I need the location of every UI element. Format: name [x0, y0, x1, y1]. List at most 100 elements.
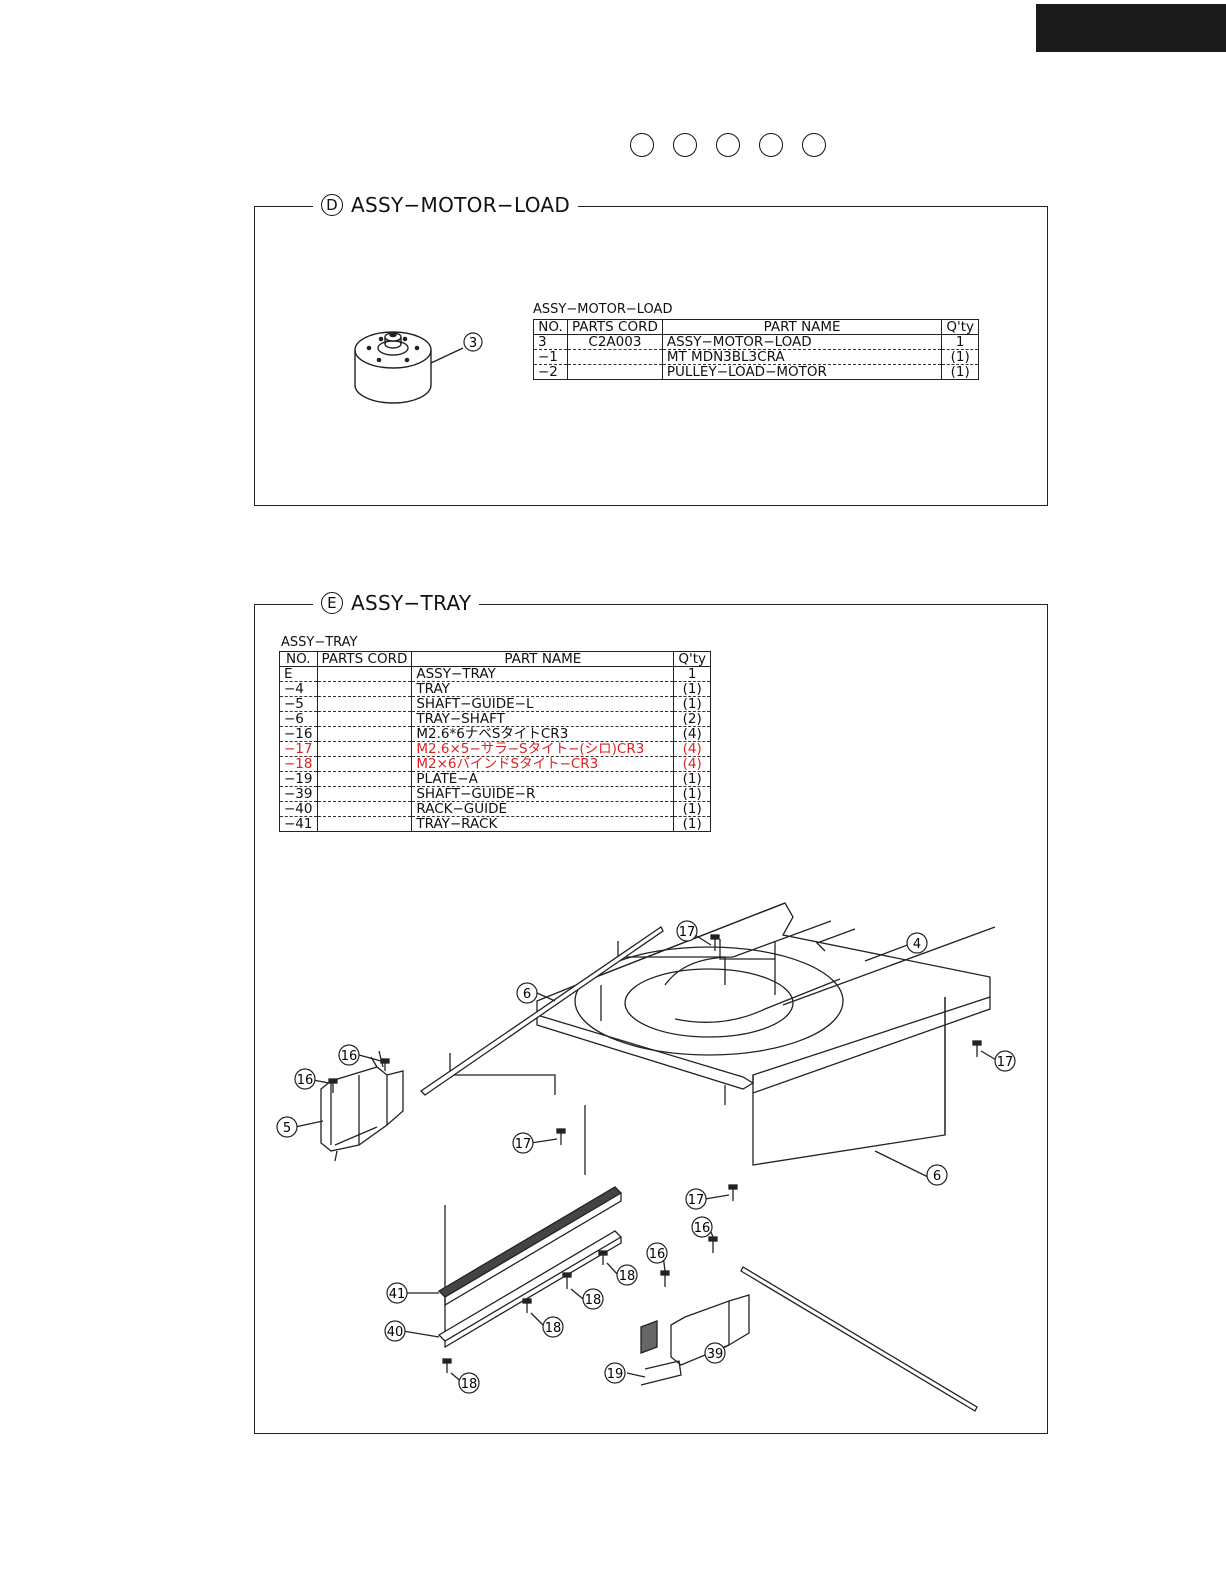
callout-16: 16	[294, 1068, 316, 1090]
cell-name: ASSY−TRAY	[411, 666, 675, 682]
rack-guide	[437, 1230, 623, 1349]
cell-name: RACK−GUIDE	[411, 801, 675, 817]
callout-18: 18	[582, 1288, 604, 1310]
cell-code	[567, 349, 663, 365]
col-header-qty: Q'ty	[941, 319, 979, 335]
tray-rack	[437, 1186, 623, 1307]
cell-name: PULLEY−LOAD−MOTOR	[661, 364, 943, 380]
cell-name: TRAY−SHAFT	[411, 711, 675, 727]
cell-code: C2A003	[567, 334, 663, 350]
callout-label: 16	[694, 1221, 711, 1236]
callout-18: 18	[458, 1372, 480, 1394]
cell-qty: (1)	[941, 349, 979, 365]
callout-label: 19	[607, 1367, 624, 1382]
panel-title-text: ASSY−TRAY	[351, 591, 472, 615]
cell-qty: (1)	[941, 364, 979, 380]
callout-18: 18	[542, 1316, 564, 1338]
cell-no: −4	[279, 681, 318, 697]
cell-name: MT MDN3BL3CRA	[661, 349, 943, 365]
callout-18: 18	[616, 1264, 638, 1286]
cell-qty: (1)	[673, 681, 711, 697]
cell-no: 3	[533, 334, 568, 350]
cell-name: PLATE−A	[411, 771, 675, 787]
callout-3: 3	[463, 332, 483, 352]
cell-qty: 1	[673, 666, 711, 682]
callout-5: 5	[276, 1116, 298, 1138]
callout-label: 18	[619, 1269, 636, 1284]
cell-name: TRAY−RACK	[411, 816, 675, 832]
callout-label: 6	[523, 987, 531, 1002]
indicator-circle	[630, 133, 654, 157]
table-caption: ASSY−MOTOR−LOAD	[533, 302, 673, 317]
indicator-circles	[630, 133, 826, 157]
cell-name: M2.6*6ナベSタイトCR3	[411, 726, 675, 742]
callout-label: 6	[933, 1169, 941, 1184]
cell-qty: (4)	[673, 756, 711, 772]
cell-qty: (4)	[673, 726, 711, 742]
table-caption: ASSY−TRAY	[281, 635, 358, 650]
callout-label: 18	[585, 1293, 602, 1308]
table-row: −2 PULLEY−LOAD−MOTOR (1)	[533, 364, 979, 380]
cell-no: −2	[533, 364, 568, 380]
cell-no: −39	[279, 786, 318, 802]
section-letter-badge: D	[321, 194, 343, 216]
cell-qty: (1)	[673, 786, 711, 802]
col-header-code: PARTS CORD	[567, 319, 663, 335]
panel-title-text: ASSY−MOTOR−LOAD	[351, 193, 571, 217]
callout-6: 6	[926, 1164, 948, 1186]
callout-label: 16	[341, 1049, 358, 1064]
callout-17: 17	[994, 1050, 1016, 1072]
callout-label: 5	[283, 1121, 291, 1136]
cell-no: −17	[279, 741, 318, 757]
col-header-no: NO.	[533, 319, 568, 335]
cell-name: SHAFT−GUIDE−R	[411, 786, 675, 802]
cell-name: ASSY−MOTOR−LOAD	[661, 334, 943, 350]
callout-4: 4	[906, 932, 928, 954]
callout-3-label: 3	[469, 336, 477, 351]
callout-label: 18	[545, 1321, 562, 1336]
tray-shaft-left	[419, 926, 664, 1096]
page-corner-tab	[1036, 4, 1226, 52]
callouts: 17 4 6 16 16 5 17 17 6 17 16 16 18 41 18…	[276, 920, 1016, 1394]
motor-illustration	[354, 331, 464, 404]
indicator-circle	[673, 133, 697, 157]
col-header-name: PART NAME	[411, 651, 675, 667]
callout-41: 41	[386, 1282, 408, 1304]
section-letter-badge: E	[321, 592, 343, 614]
indicator-circle	[716, 133, 740, 157]
tray-shaft-right	[740, 1266, 978, 1412]
table-row: −1 MT MDN3BL3CRA (1)	[533, 349, 979, 365]
cell-name: TRAY	[411, 681, 675, 697]
callout-40: 40	[384, 1320, 406, 1342]
cell-no: −1	[533, 349, 568, 365]
callout-label: 17	[679, 925, 696, 940]
indicator-circle	[759, 133, 783, 157]
cell-name: SHAFT−GUIDE−L	[411, 696, 675, 712]
col-header-qty: Q'ty	[673, 651, 711, 667]
col-header-name: PART NAME	[661, 319, 943, 335]
callout-16: 16	[691, 1216, 713, 1238]
motor-drawing: 3	[354, 331, 483, 404]
callout-label: 17	[997, 1055, 1014, 1070]
assy-motor-load-panel: D ASSY−MOTOR−LOAD 3 ASSY−MOTOR−LOAD	[254, 193, 1048, 506]
callout-39: 39	[704, 1342, 726, 1364]
callout-label: 4	[913, 937, 921, 952]
table-row: −39 SHAFT−GUIDE−R(1)	[279, 786, 711, 802]
callout-label: 17	[515, 1137, 532, 1152]
cell-qty: (1)	[673, 696, 711, 712]
panel-title: D ASSY−MOTOR−LOAD	[313, 193, 579, 217]
cell-no: −6	[279, 711, 318, 727]
cell-qty: (1)	[673, 816, 711, 832]
callout-19: 19	[604, 1362, 626, 1384]
cell-name: M2.6×5−サラ−Sタイト−(シロ)CR3	[411, 741, 675, 757]
callout-label: 17	[688, 1193, 705, 1208]
